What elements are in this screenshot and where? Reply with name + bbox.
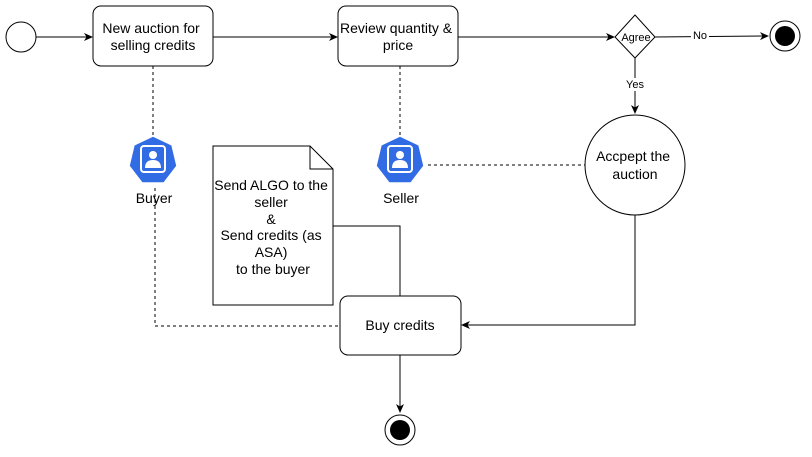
svg-text:Buy credits: Buy credits: [365, 317, 434, 333]
svg-text:Review quantity & price: Review quantity & price: [340, 20, 456, 53]
buyer-user-badge-icon: [128, 135, 178, 184]
svg-text:Yes: Yes: [626, 79, 644, 91]
actor-seller: Seller: [375, 135, 425, 206]
svg-text:No: No: [693, 30, 707, 42]
decision-agree: Agree: [614, 14, 656, 59]
flow-accept-to-buy: [461, 215, 636, 329]
action-review-quantity-price: Review quantity & price: [337, 5, 459, 67]
svg-text:Send ALGO to the seller: Send ALGO to the seller & Send credits (…: [214, 177, 332, 277]
edge-label-yes: Yes: [624, 78, 646, 91]
flow-lines: [36, 32, 769, 413]
end-node-top: [769, 20, 801, 52]
note-payment: Send ALGO to the seller & Send credits (…: [212, 145, 334, 306]
start-node: [5, 21, 37, 53]
seller-user-badge-icon: [375, 135, 425, 184]
edge-label-no: No: [691, 30, 709, 42]
svg-text:Accpept the auction: Accpept the auction: [596, 148, 674, 182]
buyer-label: Buyer: [136, 190, 173, 206]
actor-buyer: Buyer: [128, 135, 178, 206]
flow-agree-no-to-end: [654, 32, 769, 41]
association-lines: [152, 66, 585, 327]
association-buyer-buy: [154, 188, 340, 327]
seller-label: Seller: [383, 190, 419, 206]
end-node-bottom: [384, 414, 416, 446]
action-new-auction: New auction for selling credits: [92, 5, 214, 67]
action-accept-auction: Accpept the auction: [584, 114, 686, 216]
action-buy-credits: Buy credits: [339, 295, 462, 356]
note-connector: [333, 225, 401, 296]
svg-text:Agree: Agree: [621, 32, 650, 44]
svg-text:New auction for selling: New auction for selling credits: [102, 20, 203, 53]
